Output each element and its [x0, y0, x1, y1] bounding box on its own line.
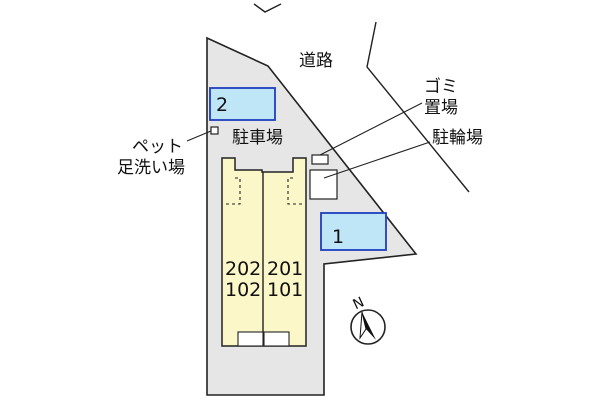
stair-left	[226, 177, 241, 205]
road-curve	[253, 3, 282, 13]
pet-footwash-marker	[210, 126, 219, 135]
compass-arrow-light	[359, 311, 367, 340]
bicycle-leader	[323, 141, 431, 179]
road-edge-line	[366, 21, 470, 193]
pet-footwash-leader	[186, 130, 212, 142]
unit-101-label: 101	[267, 279, 303, 301]
bicycle-label: 駐輪場	[432, 128, 483, 148]
parking-space-2	[209, 87, 276, 121]
garbage-area	[311, 154, 329, 165]
parking-label: 駐車場	[232, 128, 283, 148]
garbage-label-1: ゴミ	[424, 76, 458, 97]
unit-102-label: 102	[225, 279, 261, 301]
road-label: 道路	[299, 51, 333, 71]
garbage-label-2: 置場	[424, 98, 458, 118]
bicycle-parking	[309, 169, 338, 200]
building-outline	[221, 157, 307, 347]
parking-space-1-label: 1	[332, 226, 344, 248]
pet-footwash-label-2: 足洗い場	[117, 158, 185, 178]
pet-footwash-label-1: ペット	[132, 137, 183, 157]
compass: N	[350, 294, 386, 345]
unit-202-label: 202	[225, 258, 261, 280]
parking-space-2-label: 2	[216, 94, 228, 116]
garbage-leader	[319, 102, 423, 156]
building: 202 102 201 101	[221, 157, 307, 347]
compass-arrow-dark	[362, 312, 376, 340]
stair-right	[287, 177, 302, 205]
unit-201-label: 201	[267, 258, 303, 280]
entrance-right	[263, 331, 290, 347]
entrance-left	[237, 331, 264, 347]
parking-space-1	[320, 212, 387, 251]
